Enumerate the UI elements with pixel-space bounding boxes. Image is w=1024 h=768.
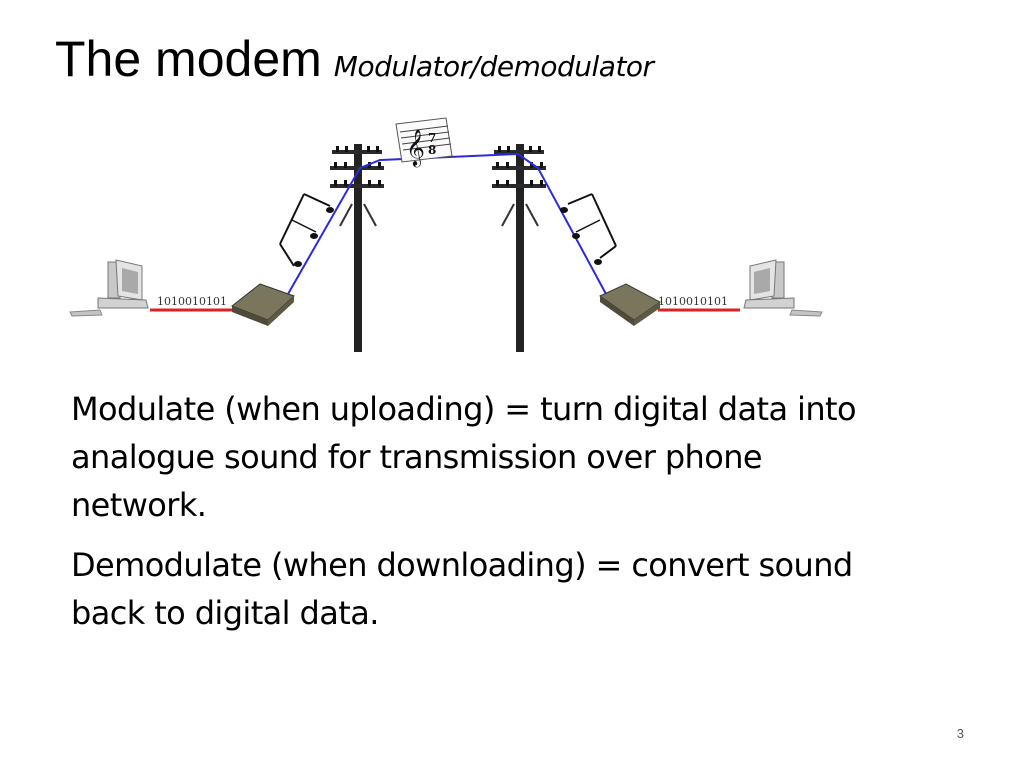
slide-number: 3 [956, 726, 964, 741]
svg-text:7: 7 [428, 131, 436, 145]
demodulate-paragraph: Demodulate (when downloading) = convert … [71, 546, 853, 632]
left-modem-icon [231, 283, 295, 326]
right-music-notes-icon [560, 193, 617, 265]
right-modem-icon [599, 283, 661, 326]
title-subtitle: Modulator/demodulator [333, 50, 654, 83]
left-music-notes-icon [279, 193, 334, 267]
slide-title: The modem Modulator/demodulator [55, 30, 654, 88]
analog-line [287, 152, 607, 295]
slide-body: Modulate (when uploading) = turn digital… [71, 385, 871, 649]
left-binary-label: 1010010101 [157, 295, 227, 308]
right-telephone-pole-icon [492, 144, 546, 352]
right-binary-label: 1010010101 [658, 295, 728, 308]
right-computer-icon [743, 259, 823, 317]
modulate-paragraph: Modulate (when uploading) = turn digital… [71, 390, 857, 524]
title-main: The modem [55, 31, 322, 87]
svg-text:𝄞: 𝄞 [406, 128, 425, 167]
top-music-notes-icon: 𝄞 7 8 [395, 117, 453, 167]
svg-text:8: 8 [428, 143, 436, 157]
left-computer-icon [69, 259, 149, 317]
modem-diagram: 1010010101 1010010101 [60, 108, 840, 352]
